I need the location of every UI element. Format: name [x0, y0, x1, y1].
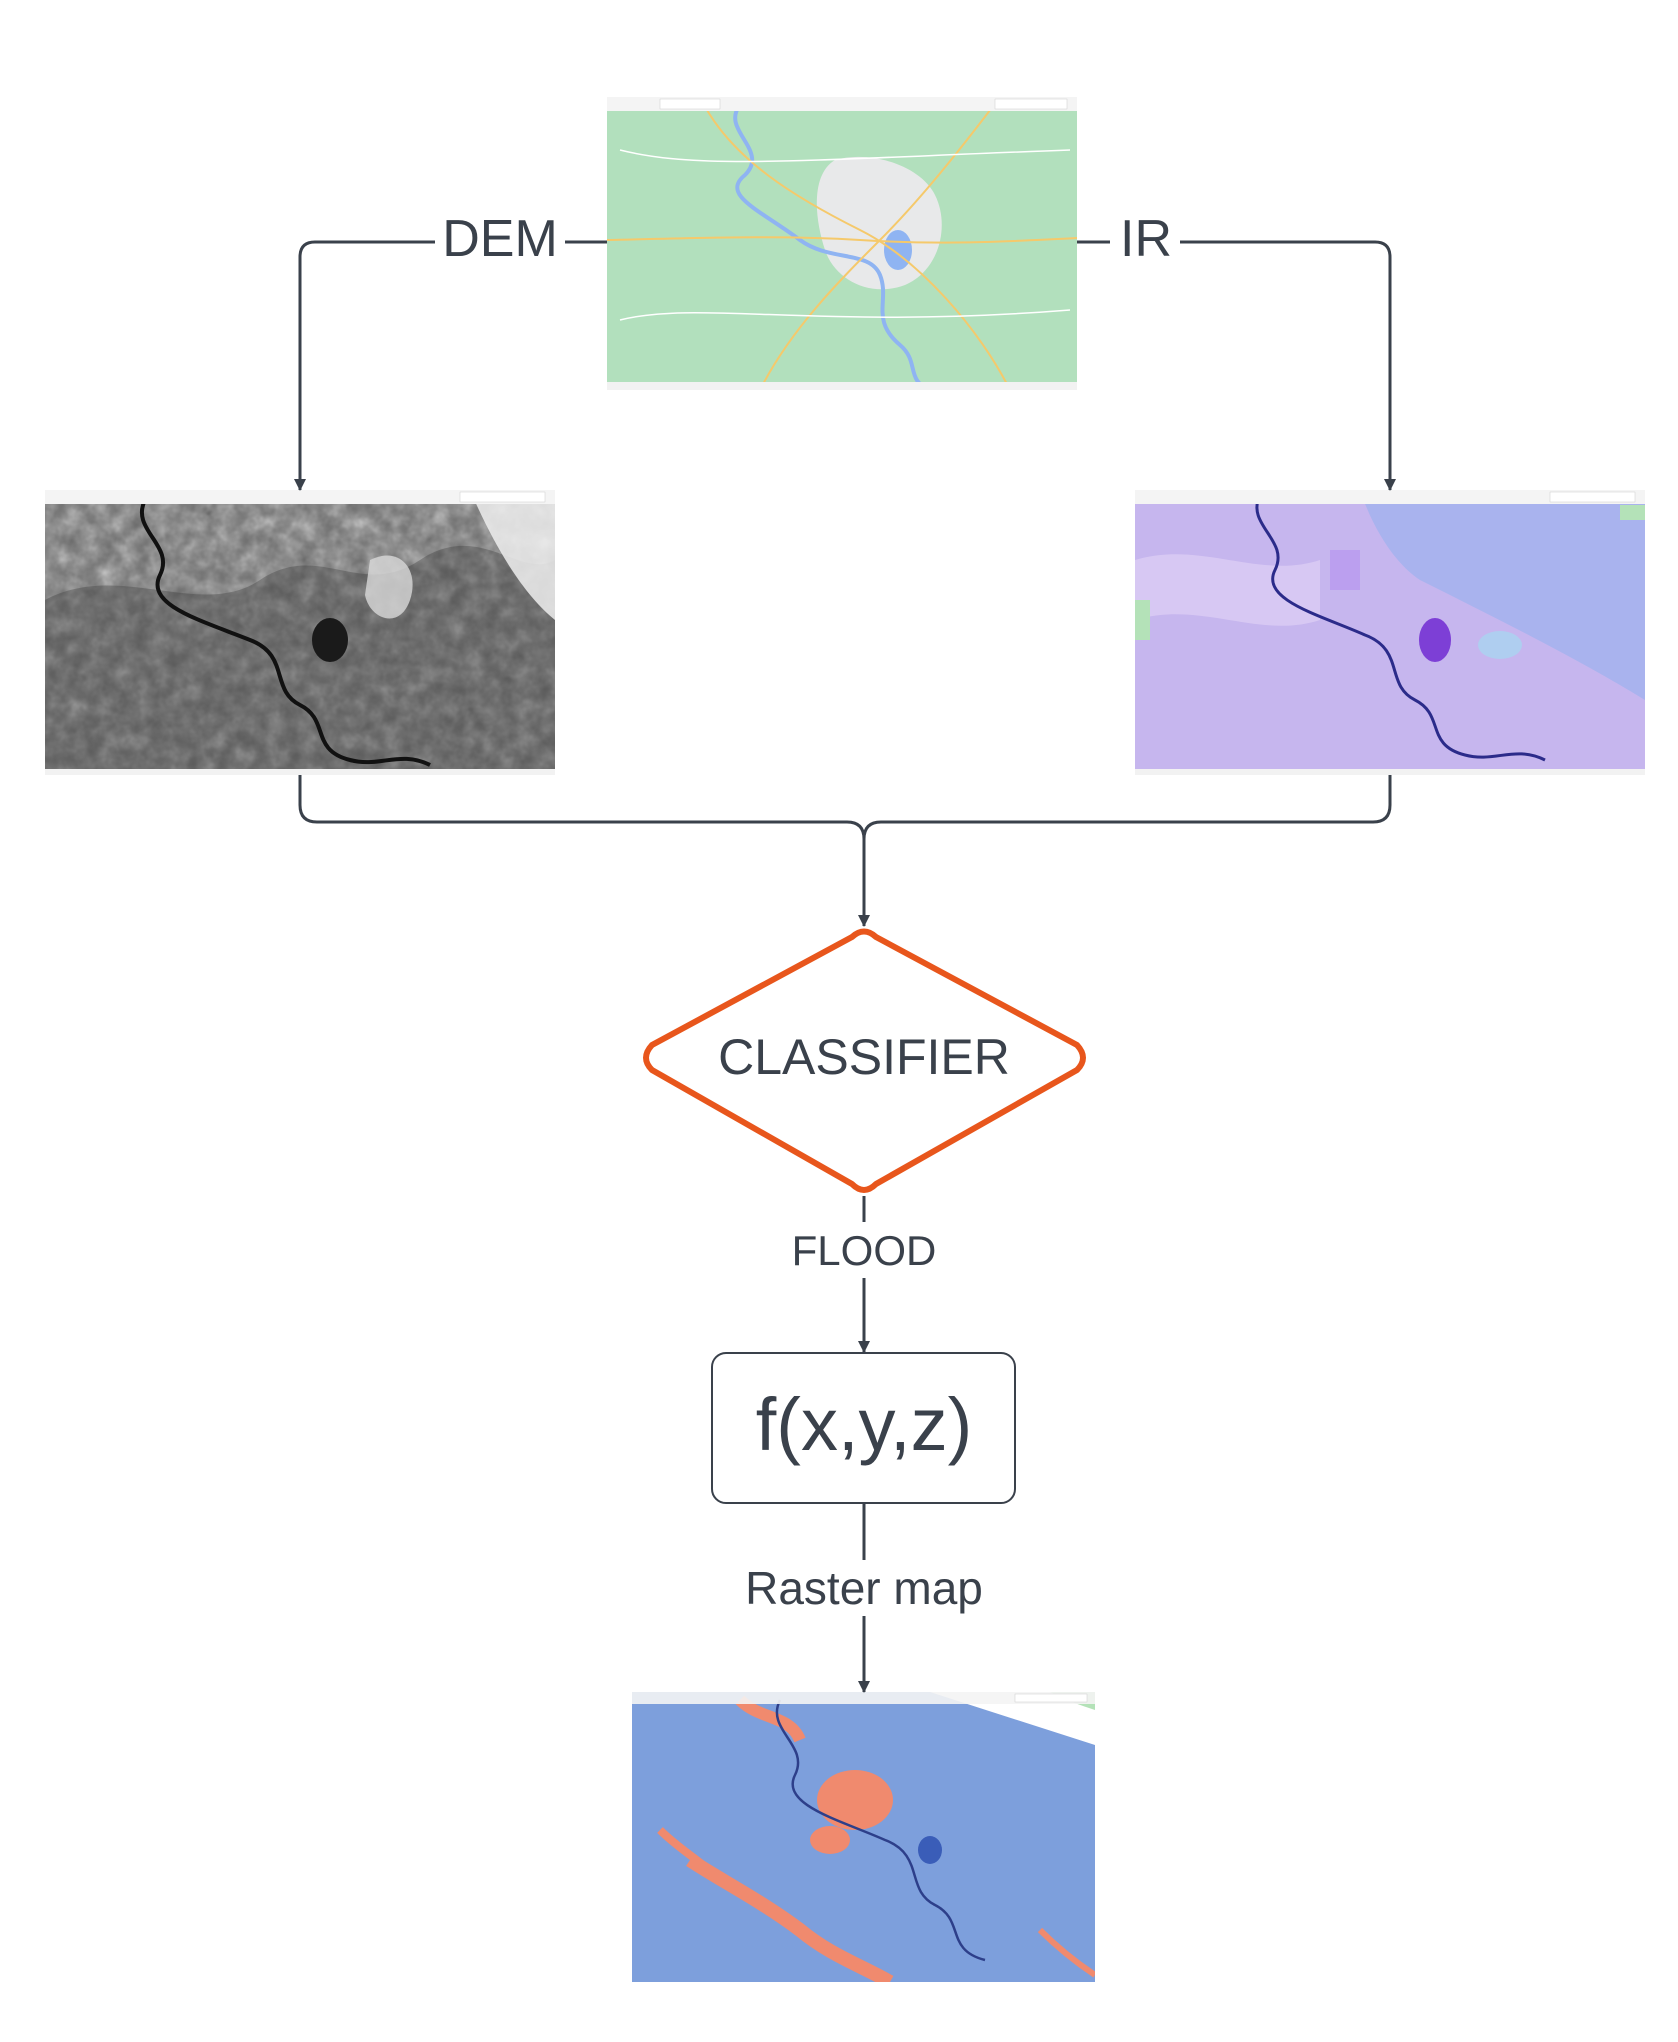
dem-to-classifier-connector: [298, 775, 870, 927]
ir-connector: [1077, 240, 1396, 491]
function-label: f(x,y,z): [756, 1383, 972, 1466]
raster-map-image: [632, 1692, 1095, 1982]
ir-label: IR: [1120, 210, 1172, 268]
raster-map-label: Raster map: [745, 1562, 983, 1614]
dem-map-image: [45, 490, 555, 775]
ir-to-classifier-connector: [862, 775, 1392, 840]
function-node: [711, 1352, 1016, 1504]
dem-connector: [294, 240, 607, 491]
dem-label: DEM: [442, 210, 558, 268]
source-map-image: [607, 97, 1077, 390]
ir-map-image: [1135, 490, 1645, 775]
classifier-node: [643, 928, 1086, 1193]
flood-label: FLOOD: [792, 1227, 937, 1274]
classifier-label: CLASSIFIER: [718, 1029, 1010, 1085]
